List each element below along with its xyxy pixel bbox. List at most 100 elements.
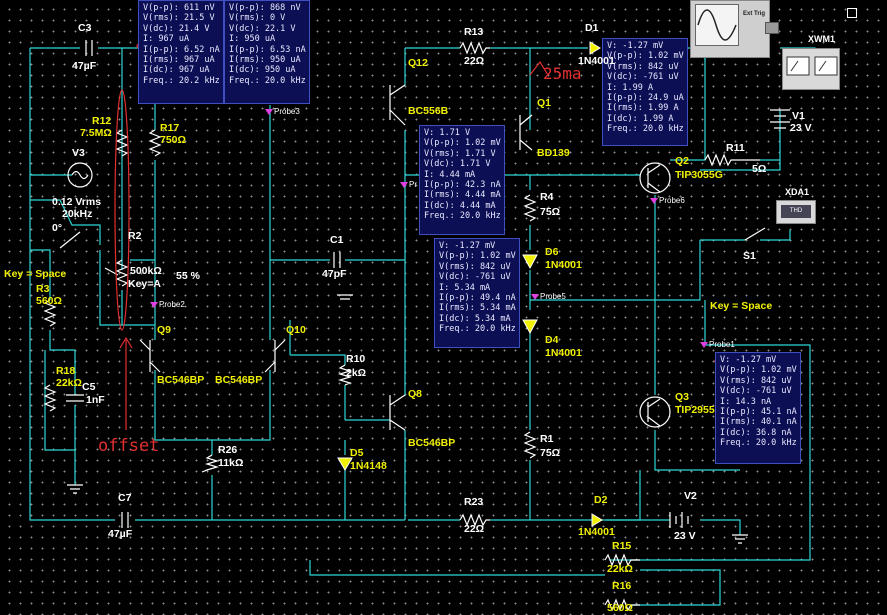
r23-ref: R23 — [464, 496, 484, 508]
r10-value: 2kΩ — [346, 367, 367, 379]
probe-reading-line: V: 1.71 V — [424, 128, 471, 138]
c7-value: 47µF — [108, 528, 133, 540]
scope-screen-icon — [695, 4, 739, 46]
probe-reading-line: I(rms): 4.44 mA — [424, 190, 501, 201]
probe-reading-line: I: 950 uA — [229, 34, 276, 45]
q3-ref: Q3 — [675, 391, 690, 403]
c1-ref: C1 — [330, 234, 344, 246]
probe-reading-line: V(dc): 22.1 V — [229, 23, 296, 34]
probe-reading-line: V(rms): 1.71 V — [424, 148, 496, 159]
distortion-analyzer-instrument[interactable]: THD — [776, 200, 816, 224]
d4-value: 1N4001 — [545, 347, 582, 359]
probe-pr-marker[interactable]: Pr — [400, 180, 417, 189]
r2-ref: R2 — [128, 230, 142, 242]
q2-model: TIP3055G — [675, 169, 723, 181]
corner-terminal-icon — [847, 8, 857, 18]
r16-ref: R16 — [612, 580, 632, 592]
probe-reading-line: I: 14.3 nA — [720, 396, 772, 407]
s1-ref: S1 — [743, 250, 756, 262]
probe-reading-line: I(dc): 4.44 mA — [424, 200, 496, 211]
probe-reading-line: I(dc): 950 uA — [229, 65, 296, 76]
probe2-marker[interactable]: Probe2 — [150, 300, 185, 309]
r18-ref: R18 — [56, 365, 76, 377]
r18-value: 22kΩ — [56, 377, 82, 389]
probe-reading-line: V(dc): -761 uV — [439, 272, 511, 283]
probe-reading-line: V(dc): 1.71 V — [424, 159, 491, 170]
probe-reading-line: I(p-p): 49.4 nA — [439, 292, 516, 303]
probe-reading-line: V: -1.27 mV — [439, 241, 496, 251]
r17-ref: R17 — [160, 122, 180, 134]
q2-ref: Q2 — [675, 155, 690, 167]
probe-reading-line: I(dc): 1.99 A — [607, 113, 674, 124]
probe-reading-line: V(rms): 842 uV — [439, 261, 511, 272]
probe-reading-line: I(p-p): 6.53 nA — [229, 44, 306, 55]
r4-ref: R4 — [540, 191, 554, 203]
c5-ref: C5 — [82, 381, 96, 393]
c5-value: 1nF — [86, 394, 105, 406]
q10-model: BC546BP — [215, 374, 263, 386]
r15-value: 22kΩ — [607, 563, 633, 575]
d1-value: 1N4001 — [578, 55, 615, 67]
c7-ref: C7 — [118, 492, 132, 504]
r3-ref: R3 — [36, 283, 50, 295]
scope-terminal-icon — [765, 22, 779, 34]
probe-reading-line: I: 967 uA — [143, 34, 190, 45]
probe-reading-line: Freq.: 20.2 kHz — [143, 75, 220, 86]
oscilloscope-instrument[interactable]: Ext Trig — [690, 0, 770, 58]
r11-ref: R11 — [726, 142, 745, 154]
r13-value: 22Ω — [464, 55, 485, 67]
probe-reading-line: I: 4.44 mA — [424, 169, 476, 180]
probe-reading-line: I(p-p): 45.1 nA — [720, 406, 797, 417]
r26-value: 11kΩ — [218, 457, 244, 469]
d1-ref: D1 — [585, 22, 599, 34]
probe-reading-line: I(p-p): 6.52 nA — [143, 44, 220, 55]
probe-reading-line: Freq.: 20.0 kHz — [229, 75, 306, 86]
q10-ref: Q10 — [286, 324, 306, 336]
d2-value: 1N4001 — [578, 526, 615, 538]
r12-value: 7.5MΩ — [80, 127, 112, 139]
probe-reading-line: Freq.: 20.0 kHz — [424, 211, 501, 222]
q12-ref: Q12 — [408, 57, 428, 69]
q1-ref: Q1 — [537, 97, 552, 109]
probe-reading-line: V(rms): 0 V — [229, 13, 286, 24]
c3-value: 47µF — [72, 60, 97, 72]
probe-reading-line: V: -1.27 mV — [720, 355, 777, 365]
v3-freq: 20kHz — [62, 208, 93, 220]
r1-value: 75Ω — [540, 447, 561, 459]
r12-ref: R12 — [92, 115, 112, 127]
v2-ref: V2 — [684, 490, 697, 502]
probe5-marker[interactable]: Probe5 — [531, 292, 566, 301]
q1-model: BD139 — [537, 147, 570, 159]
q9-model: BC546BP — [157, 374, 205, 386]
probe-reading-line: V(p-p): 1.02 mV — [607, 51, 684, 62]
probe3-marker[interactable]: Probe3 — [265, 107, 300, 116]
probe-reading-line: V(rms): 842 uV — [720, 375, 792, 386]
probe-reading-line: V(rms): 21.5 V — [143, 13, 215, 24]
r17-value: 750Ω — [160, 134, 186, 146]
probe1-marker[interactable]: Probe1 — [700, 340, 735, 349]
probe-reading-line: I(p-p): 24.9 uA — [607, 92, 684, 103]
probe6-marker[interactable]: Probe6 — [650, 196, 685, 205]
d6-value: 1N4001 — [545, 259, 582, 271]
probe-reading-line: I(rms): 40.1 nA — [720, 417, 797, 428]
probe-reading-line: V(p-p): 611 nV — [143, 3, 215, 13]
v1-value: 23 V — [790, 122, 812, 134]
probe-reading-line: I(dc): 967 uA — [143, 65, 210, 76]
r4-value: 75Ω — [540, 206, 561, 218]
r2-percent: 55 % — [176, 270, 200, 282]
r3-value: 560Ω — [36, 295, 62, 307]
r16-value: 560Ω — [607, 602, 633, 614]
q12-model: BC556B — [408, 105, 449, 117]
probe-reading-line: I(dc): 5.34 mA — [439, 313, 511, 324]
r2-value: 500kΩ — [130, 265, 162, 277]
r2-key: Key=A — [128, 278, 161, 290]
wattmeter-instrument[interactable] — [782, 48, 840, 90]
v3-ref: V3 — [72, 147, 85, 159]
xda1-label: XDA1 — [785, 187, 810, 197]
